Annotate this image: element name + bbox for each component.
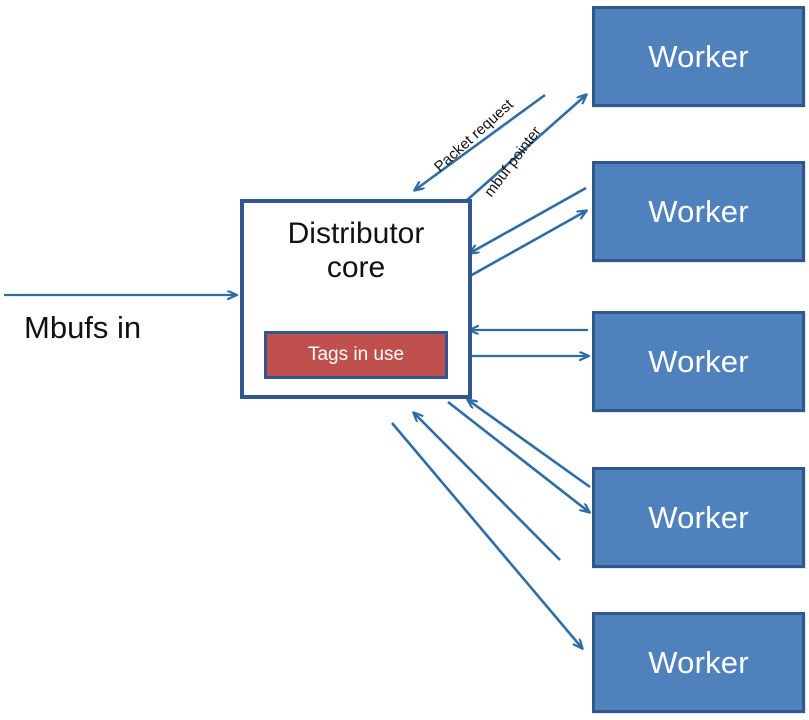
edge-worker4-mbuf <box>447 400 589 512</box>
worker-node-3[interactable]: Worker <box>592 311 805 412</box>
distributor-title-line2: core <box>326 250 386 284</box>
edge-worker5-request <box>414 413 561 561</box>
worker-node-4[interactable]: Worker <box>592 467 805 568</box>
worker-label-1: Worker <box>648 38 749 74</box>
distributor-title-line1: Distributor <box>287 217 425 250</box>
edge-worker2-request <box>470 186 587 253</box>
worker-node-5[interactable]: Worker <box>592 612 805 713</box>
distributor-core-node[interactable]: Distributor core Tags in use <box>240 199 472 399</box>
edge-worker4-request <box>468 400 591 489</box>
worker-label-5: Worker <box>648 644 749 680</box>
tags-in-use-box[interactable]: Tags in use <box>264 331 448 379</box>
worker-label-4: Worker <box>648 499 749 535</box>
worker-node-1[interactable]: Worker <box>592 6 805 107</box>
mbuf-pointer-label: mbuf pointer <box>481 123 545 201</box>
worker-label-2: Worker <box>648 193 749 229</box>
mbufs-in-label: Mbufs in <box>24 310 142 345</box>
worker-node-2[interactable]: Worker <box>592 161 805 262</box>
edge-worker2-mbuf <box>469 211 586 278</box>
edge-worker5-mbuf <box>391 422 582 648</box>
worker-label-3: Worker <box>648 343 749 379</box>
